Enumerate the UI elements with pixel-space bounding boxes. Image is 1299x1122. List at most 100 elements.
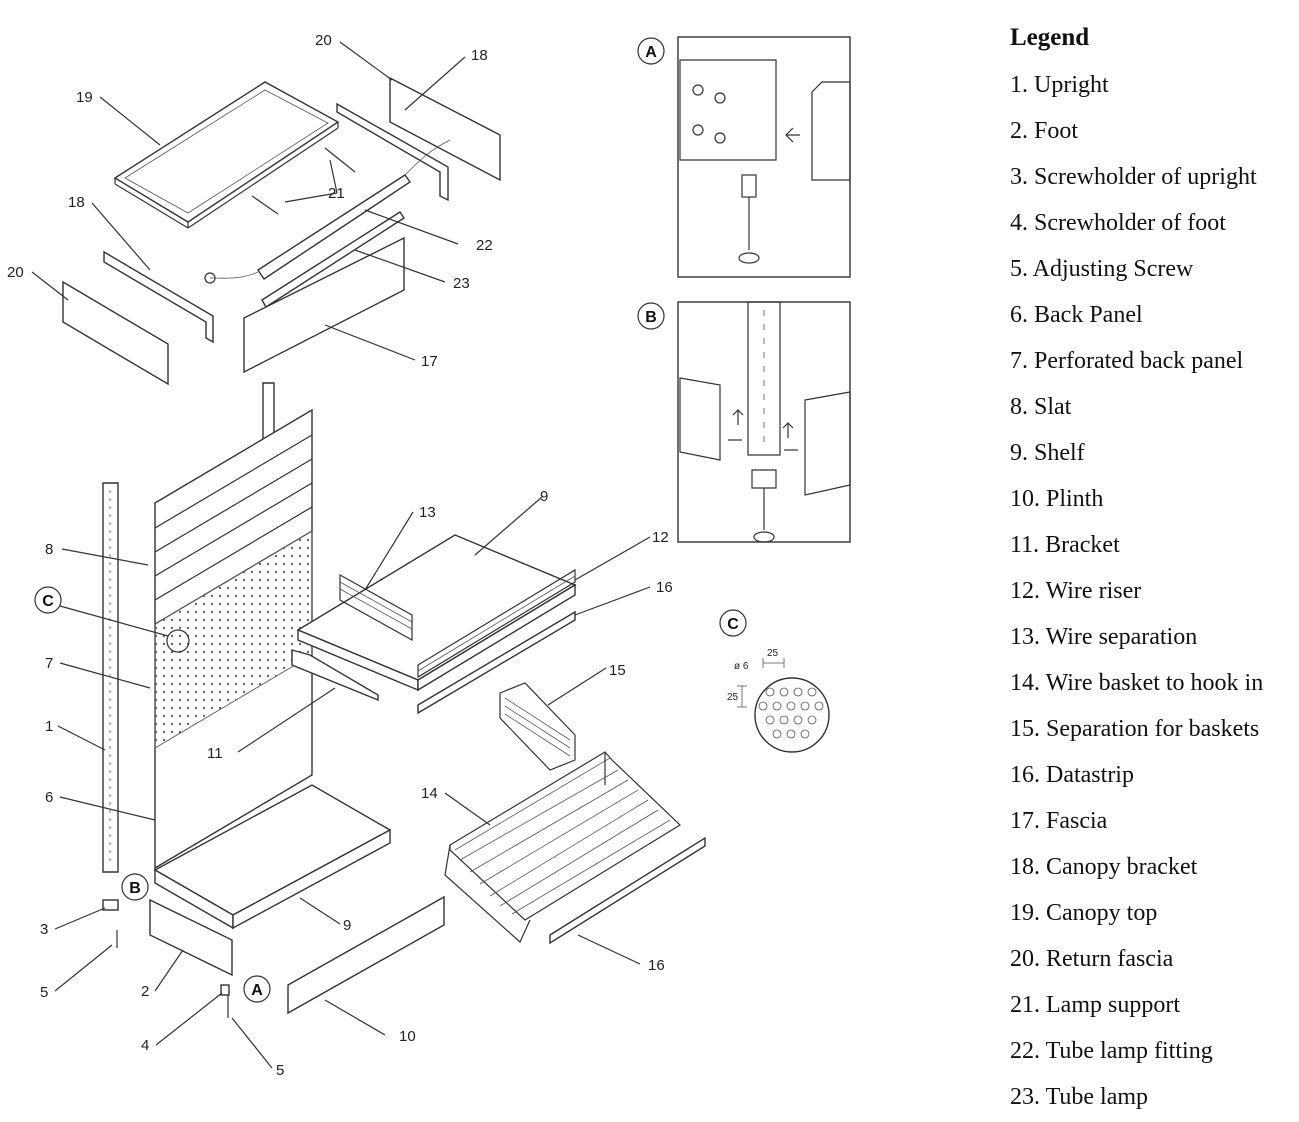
legend-item: 3. Screwholder of upright [1010, 164, 1257, 190]
detail-b-marker-letter: B [129, 880, 141, 897]
wire-riser [417, 568, 576, 679]
callout-20-right: 20 [315, 32, 332, 49]
legend-item: 16. Datastrip [1010, 762, 1134, 788]
callout-18-right: 18 [471, 47, 488, 64]
callout-numbers: 20 18 19 21 18 22 23 20 17 8 7 1 6 13 9 … [7, 32, 673, 1079]
detail-b-marker [121, 873, 149, 901]
gondola-unit [102, 382, 706, 1018]
callout-17: 17 [421, 353, 438, 370]
callout-7: 7 [45, 655, 53, 672]
legend-item: 12. Wire riser [1010, 578, 1142, 604]
legend-item: 9. Shelf [1010, 440, 1085, 466]
datastrip-upper [417, 610, 576, 715]
callout-22: 22 [476, 237, 493, 254]
wire-separation [339, 573, 413, 642]
callout-8: 8 [45, 541, 53, 558]
callout-9-upper: 9 [540, 488, 548, 505]
legend-title: Legend [1010, 24, 1090, 51]
screwholder-upright [102, 899, 119, 911]
perforated-back-panel [154, 530, 313, 749]
return-fascia-right [389, 76, 501, 182]
legend-item: 18. Canopy bracket [1010, 854, 1198, 880]
legend-item: 15. Separation for baskets [1010, 716, 1260, 742]
callout-5-right: 5 [276, 1062, 284, 1079]
callout-3: 3 [40, 921, 48, 938]
callout-23: 23 [453, 275, 470, 292]
fascia [243, 236, 405, 374]
detail-c: C ø 6 25 25 [719, 609, 830, 753]
legend-item: 6. Back Panel [1010, 302, 1143, 328]
plinth [287, 895, 445, 1015]
legend-item: 8. Slat [1010, 394, 1072, 420]
legend-item: 5. Adjusting Screw [1010, 256, 1194, 282]
detail-b-letter: B [645, 309, 657, 326]
legend-item: 1. Upright [1010, 72, 1109, 98]
canopy-assembly [62, 76, 501, 386]
tube-lamp [261, 211, 405, 308]
wire-basket [444, 751, 681, 943]
legend-item: 19. Canopy top [1010, 900, 1158, 926]
detail-a-frame [677, 36, 851, 278]
legend-item: 2. Foot [1010, 118, 1079, 144]
detail-c-marker-letter: C [42, 593, 54, 610]
detail-a-letter: A [645, 44, 657, 61]
perforation-detail [754, 677, 830, 753]
exploded-shelving-diagram: A B C [7, 32, 851, 1079]
detail-c-letter: C [727, 616, 739, 633]
callout-1: 1 [45, 718, 53, 735]
detail-a: A [637, 36, 851, 278]
legend-item: 7. Perforated back panel [1010, 348, 1244, 374]
callout-2: 2 [141, 983, 149, 1000]
callout-20-left: 20 [7, 264, 24, 281]
callout-6: 6 [45, 789, 53, 806]
legend-item: 10. Plinth [1010, 486, 1104, 512]
callout-11: 11 [207, 745, 223, 762]
detail-c-spacing-h: 25 [767, 648, 779, 659]
callout-16-lower: 16 [648, 957, 665, 974]
callout-10: 10 [399, 1028, 416, 1045]
detail-b-badge [637, 302, 665, 330]
legend-item: 20. Return fascia [1010, 946, 1174, 972]
lamp-support [324, 147, 356, 173]
callout-14: 14 [421, 785, 438, 802]
datastrip-lower [549, 836, 706, 945]
callout-13: 13 [419, 504, 436, 521]
detail-c-spacing-v: 25 [727, 692, 739, 703]
canopy-top [113, 81, 340, 223]
canopy-bracket-right [336, 102, 449, 202]
callout-12: 12 [652, 529, 669, 546]
callout-18-left: 18 [68, 194, 85, 211]
canopy-bracket-left [103, 250, 214, 344]
detail-c-marker [34, 586, 62, 614]
screwholder-foot [220, 984, 230, 996]
legend-item: 14. Wire basket to hook in [1010, 670, 1264, 696]
detail-b: B [637, 301, 851, 543]
legend-list: 1. Upright 2. Foot 3. Screwholder of uprig… [1010, 62, 1295, 1120]
legend-item: 11. Bracket [1010, 532, 1120, 558]
callout-9-lower: 9 [343, 917, 351, 934]
callout-4: 4 [141, 1037, 149, 1054]
legend-item: 23. Tube lamp [1010, 1084, 1149, 1110]
callout-leaders [31, 41, 651, 1069]
detail-a-marker-letter: A [251, 982, 263, 999]
detail-c-diameter: ø 6 [734, 661, 749, 672]
legend-item: 4. Screwholder of foot [1010, 210, 1226, 236]
callout-5-left: 5 [40, 984, 48, 1001]
basket-separation [499, 682, 576, 771]
callout-15: 15 [609, 662, 626, 679]
tube-lamp-fitting [257, 174, 411, 280]
legend-item: 17. Fascia [1010, 808, 1108, 834]
return-fascia-left [62, 280, 169, 386]
foot [149, 898, 233, 977]
callout-19: 19 [76, 89, 93, 106]
callout-21: 21 [328, 185, 345, 202]
callout-16-upper: 16 [656, 579, 673, 596]
detail-a-badge [637, 37, 665, 65]
legend-item: 22. Tube lamp fitting [1010, 1038, 1213, 1064]
detail-c-badge [719, 609, 747, 637]
bracket [291, 649, 379, 702]
legend: Legend 1. Upright 2. Foot 3. Screwholder o… [1010, 22, 1295, 1120]
legend-item: 13. Wire separation [1010, 624, 1198, 650]
detail-a-marker [243, 975, 271, 1003]
legend-item: 21. Lamp support [1010, 992, 1180, 1018]
